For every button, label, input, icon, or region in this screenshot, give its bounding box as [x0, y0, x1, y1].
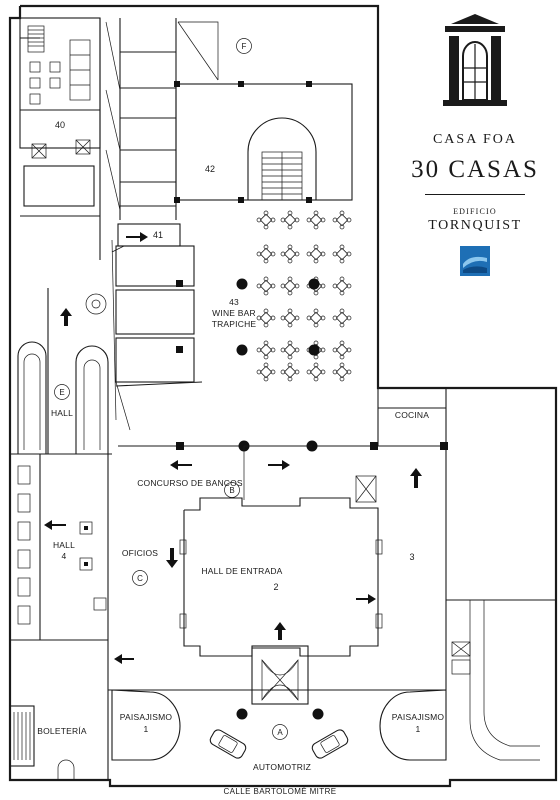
zone-marker-e — [54, 384, 70, 400]
zone-marker-b — [224, 482, 240, 498]
blue-square-emblem-icon — [460, 246, 490, 276]
boleteria-label: BOLETERÍA — [37, 726, 87, 736]
room-40-label: 40 — [55, 120, 65, 130]
upper-corridor-rooms — [105, 18, 219, 220]
direction-arrow-icon — [268, 460, 290, 470]
direction-arrow-icon — [114, 654, 134, 664]
zone-marker-c-label: C — [137, 574, 143, 583]
zone-marker-c — [132, 570, 148, 586]
paisajismo-left-number: 1 — [144, 724, 149, 734]
street-name-label: CALLE BARTOLOMÉ MITRE — [223, 787, 337, 796]
automotriz-label: AUTOMOTRIZ — [253, 762, 311, 772]
direction-arrow-icon — [274, 622, 286, 640]
direction-arrow-icon — [410, 468, 422, 488]
zone-marker-a-label: A — [277, 728, 283, 737]
cafe-table-icon — [256, 340, 276, 360]
hall-4-label-line2: 4 — [62, 551, 67, 561]
building-facade-icon — [443, 14, 507, 106]
cafe-table-icon — [306, 362, 326, 382]
service-block-40 — [19, 17, 101, 260]
room-42 — [174, 81, 353, 203]
cafe-table-icon — [306, 308, 326, 328]
cafe-table-icon — [256, 244, 276, 264]
zone-marker-a — [272, 724, 288, 740]
direction-arrow-icon — [170, 460, 192, 470]
room-41-block — [111, 223, 203, 431]
tornquist-label: TORNQUIST — [428, 218, 522, 233]
cafe-table-icon — [256, 210, 276, 230]
cocina-label: COCINA — [395, 410, 429, 420]
zone-marker-f — [236, 38, 252, 54]
cafe-table-icon — [280, 210, 300, 230]
room-43-number: 43 — [229, 297, 239, 307]
title-divider — [425, 194, 525, 195]
hall-e-block — [10, 288, 112, 455]
room-43-line2: TRAPICHE — [212, 319, 257, 329]
wine-bar-columns — [236, 278, 320, 356]
cafe-table-icon — [332, 210, 352, 230]
zone-marker-e-label: E — [59, 388, 64, 397]
concurso-de-bancos-label: CONCURSO DE BANCOS — [137, 478, 243, 488]
paisajismo-niches — [111, 689, 447, 761]
zone-marker-b-label: B — [229, 486, 234, 495]
car-icon — [209, 729, 247, 759]
car-icon — [311, 729, 349, 759]
cafe-table-icon — [280, 308, 300, 328]
cafe-table-icon — [306, 244, 326, 264]
hall-de-entrada — [118, 440, 540, 761]
direction-arrow-icon — [60, 308, 72, 326]
room-41-label: 41 — [153, 230, 163, 240]
wine-bar-tables — [256, 210, 352, 382]
cafe-table-icon — [280, 340, 300, 360]
cafe-table-icon — [280, 362, 300, 382]
paisajismo-right-number: 1 — [416, 724, 421, 734]
cafe-table-icon — [332, 340, 352, 360]
cafe-table-icon — [332, 244, 352, 264]
oficios-label: OFICIOS — [122, 548, 158, 558]
cafe-table-icon — [256, 362, 276, 382]
room-42-label: 42 — [205, 164, 215, 174]
entrance-vestibule — [108, 645, 446, 720]
direction-arrow-icon — [356, 594, 376, 604]
hall-2-number: 2 — [273, 582, 278, 592]
room-43-line1: WINE BAR — [212, 308, 256, 318]
paisajismo-left-label: PAISAJISMO — [120, 712, 173, 722]
cafe-table-icon — [256, 276, 276, 296]
casa-foa-label: CASA FOA — [432, 132, 518, 147]
cafe-table-icon — [332, 362, 352, 382]
direction-arrow-icon — [166, 548, 178, 568]
zone-marker-f-label: F — [242, 42, 247, 51]
cafe-table-icon — [256, 308, 276, 328]
brand-panel: CASA FOA 30 CASAS EDIFICIO TORNQUIST — [400, 10, 550, 276]
paisajismo-right-label: PAISAJISMO — [392, 712, 445, 722]
treinta-casas-title: 30 CASAS — [411, 156, 539, 183]
hall-de-entrada-label: HALL DE ENTRADA — [201, 566, 282, 576]
direction-arrow-icon — [44, 520, 66, 530]
direction-arrow-icon — [126, 232, 148, 242]
room-3-label: 3 — [409, 552, 414, 562]
cafe-table-icon — [332, 276, 352, 296]
hall-4-block — [9, 454, 109, 780]
cocina-block — [378, 388, 447, 446]
hall-4-label-line1: HALL — [53, 540, 75, 550]
edificio-label: EDIFICIO — [453, 207, 497, 216]
cafe-table-icon — [280, 244, 300, 264]
cafe-table-icon — [280, 276, 300, 296]
hall-e-label: HALL — [51, 408, 73, 418]
cafe-table-icon — [306, 210, 326, 230]
cafe-table-icon — [332, 308, 352, 328]
